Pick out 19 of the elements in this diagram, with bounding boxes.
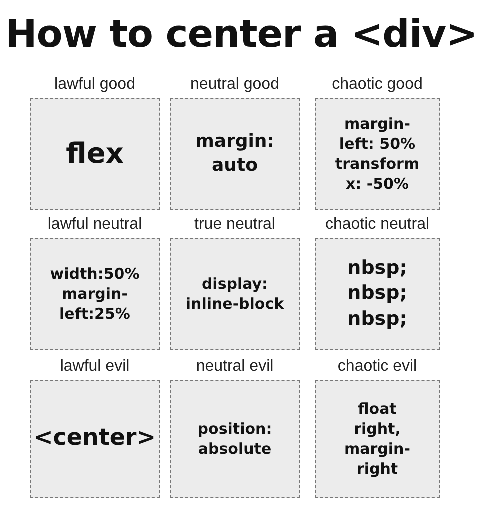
css-snippet: <center> — [32, 424, 158, 454]
alignment-heading: lawful good — [54, 76, 136, 94]
alignment-heading: chaotic neutral — [324, 216, 431, 234]
alignment-heading: neutral evil — [195, 358, 275, 376]
alignment-heading: lawful evil — [59, 358, 131, 376]
alignment-heading: true neutral — [194, 216, 276, 234]
css-snippet: margin: auto — [194, 130, 276, 178]
css-snippet: margin-left: 50% transform x: -50% — [334, 114, 421, 194]
alignment-heading: chaotic good — [331, 76, 424, 94]
title: How to center a <div> — [4, 12, 479, 56]
alignment-heading: lawful neutral — [46, 216, 144, 234]
css-snippet: position: absolute — [196, 418, 274, 460]
css-snippet: float right, margin-right — [344, 398, 412, 480]
css-snippet: flex — [65, 136, 125, 172]
alignment-heading: chaotic evil — [336, 358, 418, 376]
css-snippet: nbsp; nbsp; nbsp; — [346, 256, 408, 332]
css-snippet: display: inline-block — [184, 274, 286, 314]
css-snippet: width:50% margin-left:25% — [49, 264, 141, 324]
alignment-heading: neutral good — [190, 76, 280, 94]
